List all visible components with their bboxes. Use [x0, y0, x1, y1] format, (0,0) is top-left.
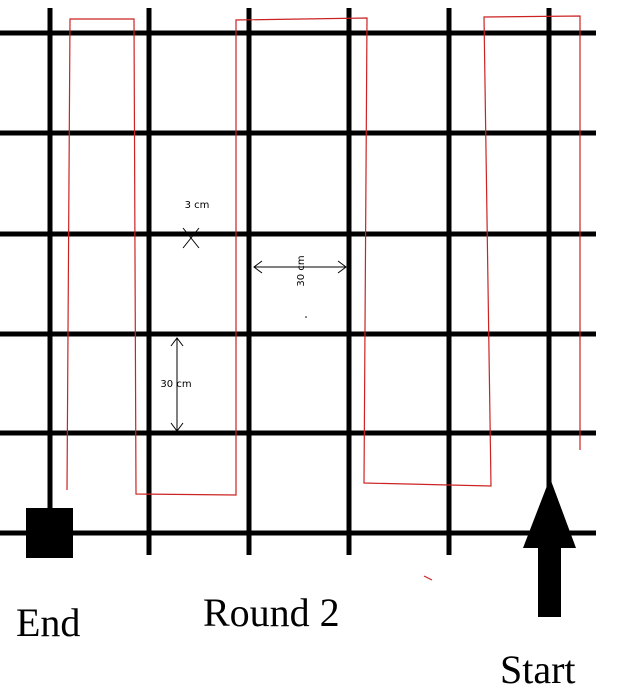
line-width-marker: [182, 227, 200, 249]
line-width-label: 3 cm: [185, 200, 210, 211]
stray-mark: [423, 575, 433, 581]
route-path: [66, 15, 581, 496]
horizontal-spacing-label: 30 cm: [296, 255, 307, 286]
vertical-spacing-label: 30 cm: [160, 379, 191, 390]
black-square-icon: [26, 508, 73, 558]
up-arrow-icon: [523, 478, 576, 617]
end-label: End: [16, 600, 80, 645]
vertical-dimension-arrow: [170, 337, 184, 432]
horizontal-dimension-arrow: [253, 260, 347, 274]
stray-dot: [305, 316, 307, 318]
round-label: Round 2: [203, 590, 340, 635]
start-label: Start: [500, 647, 576, 692]
grid: [0, 8, 596, 555]
